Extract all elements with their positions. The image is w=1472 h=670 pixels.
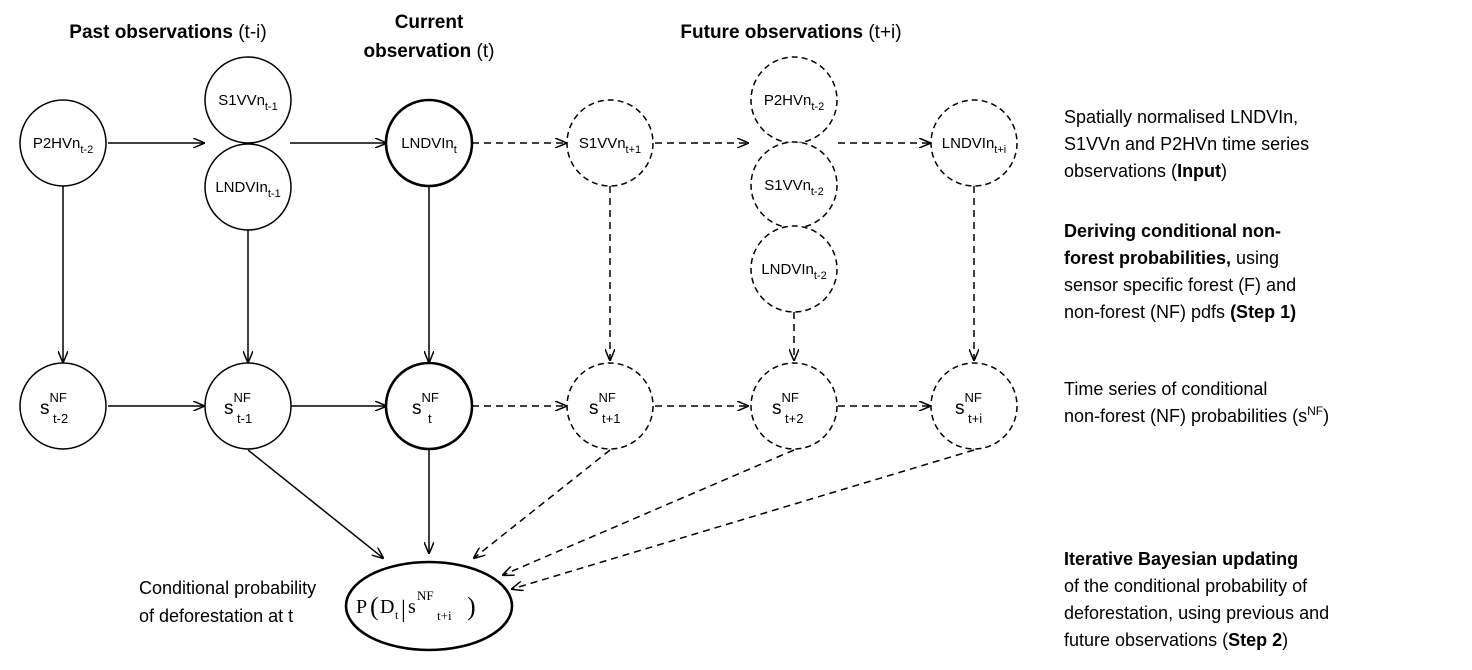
arrow-s-tplus1-to-final [474, 449, 611, 558]
description-step2-line3: deforestation, using previous and [1064, 603, 1330, 623]
final-label-line1: Conditional probability [139, 578, 316, 598]
node-final-probability [344, 560, 514, 652]
node-s-t-plus-i [930, 362, 1018, 450]
node-s1vv-past [204, 56, 292, 144]
formula-P: P [356, 596, 367, 618]
label-p2hv-past: P2HVnt-2 [33, 135, 93, 156]
description-step2: Iterative Bayesian updating of the condi… [1064, 546, 1329, 654]
label-s1vv-future2: S1VVnt-2 [764, 177, 824, 198]
node-s-t [384, 361, 474, 451]
label-lndvi-future2: LNDVInt-2 [761, 261, 826, 282]
description-step1-line1: Deriving conditional non- [1064, 221, 1281, 241]
node-s-t-plus-2 [750, 362, 838, 450]
node-s1vv-future [566, 99, 654, 187]
description-series-line2: non-forest (NF) probabilities (sNF) [1064, 404, 1330, 426]
description-series-line1: Time series of conditional [1064, 379, 1268, 399]
description-step2-line4: future observations (Step 2) [1064, 630, 1289, 650]
description-step1-line3: sensor specific forest (F) and [1064, 275, 1297, 295]
dashed-arrows [472, 143, 974, 589]
description-input-line3: observations (Input) [1064, 161, 1228, 181]
formula-rparen: ) [467, 592, 476, 621]
description-step2-line1: Iterative Bayesian updating [1064, 549, 1299, 569]
node-lndvi-current [384, 98, 474, 188]
formula-bar: | [401, 597, 406, 623]
node-lndvi-future2 [750, 225, 838, 313]
node-lndvi-past [204, 143, 292, 231]
solid-arrows [63, 143, 429, 558]
description-input-line2: S1VVn and P2HVn time series [1064, 134, 1310, 154]
node-lndvi-future [930, 99, 1018, 187]
header-current-line2: observation (t) [364, 41, 495, 62]
final-label-line2: of deforestation at t [139, 606, 293, 626]
node-s1vv-future2 [750, 141, 838, 229]
arrow-s-ti-to-final [512, 449, 975, 589]
formula-D: D [380, 596, 394, 618]
formula-D-sub: t [395, 608, 399, 622]
final-formula: P ( D t | s NF t+i ) [356, 588, 476, 623]
formula-s-sub: t+i [437, 608, 452, 623]
description-step1-line2: forest probabilities, using [1064, 248, 1280, 268]
label-p2hv-future: P2HVnt-2 [764, 92, 824, 113]
description-input-line1: Spatially normalised LNDVIn, [1064, 107, 1299, 127]
formula-s: s [408, 596, 416, 618]
node-p2hv-future [750, 56, 838, 144]
label-lndvi-future: LNDVInt+i [942, 135, 1006, 156]
formula-lparen: ( [370, 592, 379, 621]
label-s1vv-future: S1VVnt+1 [579, 135, 641, 156]
node-p2hv-past [19, 99, 107, 187]
description-series: Time series of conditional non-forest (N… [1064, 376, 1329, 430]
arrow-s-t1-to-final [247, 449, 383, 558]
header-current-line1: Current [395, 12, 464, 33]
arrow-s-tplus2-to-final [503, 449, 795, 575]
formula-s-sup: NF [417, 588, 434, 603]
description-input: Spatially normalised LNDVIn, S1VVn and P… [1064, 104, 1309, 185]
header-future: Future observations (t+i) [680, 22, 901, 43]
node-s-t-minus-2 [19, 362, 107, 450]
label-s1vv-past: S1VVnt-1 [218, 92, 278, 113]
node-s-t-minus-1 [204, 362, 292, 450]
description-step1: Deriving conditional non- forest probabi… [1064, 218, 1296, 326]
label-lndvi-current: LNDVInt [401, 135, 457, 156]
node-s-t-plus-1 [566, 362, 654, 450]
description-step2-line2: of the conditional probability of [1064, 576, 1308, 596]
description-step1-line4: non-forest (NF) pdfs (Step 1) [1064, 302, 1297, 322]
header-past: Past observations (t-i) [69, 22, 266, 43]
label-lndvi-past: LNDVInt-1 [215, 179, 280, 200]
